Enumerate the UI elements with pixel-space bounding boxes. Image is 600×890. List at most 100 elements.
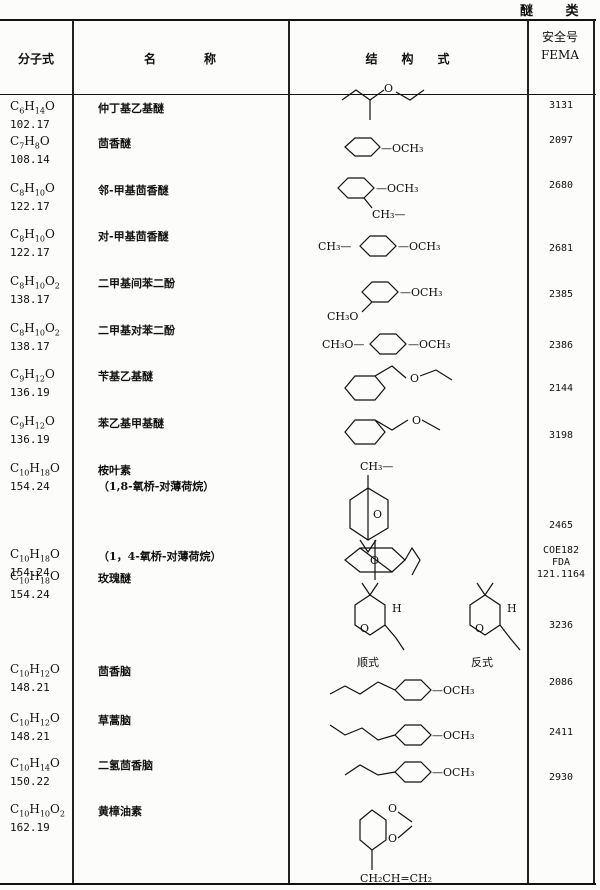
- svg-text:CH₃O: CH₃O: [327, 310, 358, 323]
- structure-benzyl-ethyl-ether: O: [344, 365, 453, 401]
- structure-dimethylresorcinol: —OCH₃ CH₃O: [327, 281, 442, 323]
- svg-text:—OCH₃: —OCH₃: [432, 766, 474, 779]
- fema-number: COE182: [542, 545, 580, 556]
- fema-number: 2680: [548, 180, 574, 191]
- molecular-weight: 150.22: [10, 775, 50, 788]
- svg-text:O: O: [384, 82, 393, 95]
- svg-text:顺式: 顺式: [357, 656, 379, 669]
- header-fema-2: FEMA: [540, 48, 580, 62]
- fema-number: 3236: [548, 620, 574, 631]
- fema-number: 2086: [548, 677, 574, 688]
- molecular-formula: C10H12O: [10, 711, 60, 728]
- molecular-weight: 148.21: [10, 730, 50, 743]
- compound-name: 二甲基对苯二酚: [98, 324, 175, 337]
- svg-text:O: O: [388, 802, 397, 815]
- molecular-weight: 138.17: [10, 340, 50, 353]
- molecular-formula: C8H10O: [10, 181, 55, 198]
- svg-text:O: O: [388, 832, 397, 845]
- column-divider: [72, 20, 74, 883]
- header-formula: 分子式: [17, 52, 54, 66]
- compound-name: （1，4-氧桥-对薄荷烷）: [98, 550, 222, 563]
- svg-text:H: H: [507, 602, 517, 615]
- svg-text:O: O: [373, 508, 382, 521]
- compound-name: 邻-甲基茴香醚: [98, 184, 169, 197]
- fema-number: FDA: [551, 557, 571, 568]
- header-separator: [0, 94, 596, 95]
- fema-number: 2386: [548, 340, 574, 351]
- molecular-weight: 122.17: [10, 200, 50, 213]
- molecular-weight: 136.19: [10, 433, 50, 446]
- structure-eucalyptol: CH₃— O: [349, 460, 393, 554]
- molecular-formula: C6H14O: [10, 99, 55, 116]
- compound-name: 对-甲基茴香醚: [98, 230, 169, 243]
- molecular-formula: C10H18O: [10, 461, 60, 478]
- svg-text:—OCH₃: —OCH₃: [398, 240, 440, 253]
- column-divider: [288, 20, 290, 883]
- structure-dihydroanethole: —OCH₃: [344, 761, 474, 783]
- structure-anisole: —OCH₃: [344, 137, 423, 157]
- molecular-formula: C7H8O: [10, 134, 50, 151]
- svg-text:反式: 反式: [471, 656, 493, 669]
- header-fema-1: 安全号: [541, 30, 578, 44]
- structure-1-4-cineole: O: [344, 540, 421, 580]
- svg-text:—OCH₃: —OCH₃: [400, 286, 442, 299]
- svg-text:O: O: [360, 622, 369, 635]
- compound-name: 苄基乙基醚: [98, 370, 153, 383]
- compound-name: 二甲基间苯二酚: [98, 277, 175, 290]
- compound-name: 桉叶素: [98, 464, 131, 477]
- molecular-formula: C9H12O: [10, 414, 55, 431]
- molecular-formula: C10H18O: [10, 547, 60, 564]
- column-divider: [593, 20, 595, 883]
- compound-name: 黄樟油素: [98, 805, 142, 818]
- svg-text:CH₃O—: CH₃O—: [322, 338, 364, 351]
- table-top-border: [0, 19, 596, 21]
- svg-text:O: O: [410, 372, 419, 385]
- svg-text:CH₂CH=CH₂: CH₂CH=CH₂: [360, 872, 432, 885]
- structure-sec-butyl-ethyl-ether: O: [341, 82, 425, 120]
- structure-anethole: —OCH₃: [329, 679, 474, 701]
- fema-number: 2681: [548, 243, 574, 254]
- fema-number: 2465: [548, 520, 574, 531]
- compound-name: 草蒿脑: [98, 714, 131, 727]
- compound-name-alt: （1,8-氧桥-对薄荷烷）: [98, 480, 215, 493]
- svg-text:CH₃—: CH₃—: [372, 208, 405, 221]
- fema-number: 2411: [548, 727, 574, 738]
- fema-number: 2930: [548, 772, 574, 783]
- molecular-weight: 108.14: [10, 153, 50, 166]
- svg-text:O: O: [412, 414, 421, 427]
- fema-number: 3131: [548, 100, 574, 111]
- fema-number: 2385: [548, 289, 574, 300]
- svg-text:CH₃—: CH₃—: [318, 240, 351, 253]
- header-name: 名 称: [143, 52, 216, 66]
- molecular-formula: C10H18O: [10, 569, 60, 586]
- molecular-weight: 148.21: [10, 681, 50, 694]
- structure-phenethyl-methyl-ether: O: [344, 414, 441, 445]
- compound-name: 仲丁基乙基醚: [98, 102, 164, 115]
- molecular-weight: 162.19: [10, 821, 50, 834]
- svg-text:—OCH₃: —OCH₃: [432, 684, 474, 697]
- fema-number: 2097: [548, 135, 574, 146]
- compound-name: 苯乙基甲基醚: [98, 417, 164, 430]
- molecular-formula: C8H10O2: [10, 321, 60, 338]
- molecular-weight: 102.17: [10, 118, 50, 131]
- molecular-formula: C10H14O: [10, 756, 60, 773]
- table-bottom-border: [0, 883, 596, 885]
- fema-number: 2144: [548, 383, 574, 394]
- molecular-formula: C8H10O2: [10, 274, 60, 291]
- compound-name: 二氢茴香脑: [98, 759, 153, 772]
- structure-p-methylanisole: CH₃— —OCH₃: [318, 235, 440, 257]
- fema-number: 3198: [548, 430, 574, 441]
- svg-text:CH₃—: CH₃—: [360, 460, 393, 473]
- molecular-weight: 154.24: [10, 566, 50, 579]
- molecular-weight: 154.24: [10, 588, 50, 601]
- structure-estragole: —OCH₃: [329, 724, 474, 746]
- molecular-formula: C8H10O: [10, 227, 55, 244]
- fema-number: 121.1164: [536, 569, 586, 580]
- svg-text:H: H: [392, 602, 402, 615]
- svg-text:—OCH₃: —OCH₃: [381, 142, 423, 155]
- molecular-formula: C9H12O: [10, 367, 55, 384]
